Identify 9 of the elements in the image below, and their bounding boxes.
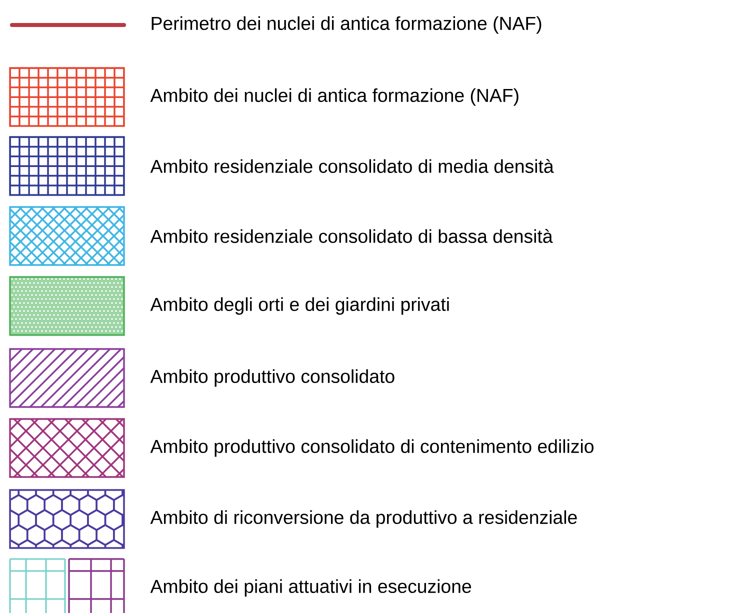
legend-label: Ambito residenziale consolidato di bassa densità (150, 229, 553, 243)
legend-label: Ambito produttivo consolidato di contenimento edilizio (150, 439, 594, 457)
legend-label: Ambito produttivo consolidato (150, 369, 394, 387)
legend-label: Ambito degli orti e dei giardini privati (150, 297, 449, 315)
legend-label: Ambito dei piani attuativi in esecuzione (150, 579, 472, 597)
legend-label: Perimetro dei nuclei di antica formazione (NAF) (152, 16, 542, 34)
legend-label: Ambito dei nuclei di antica formazione (NAF) (150, 88, 518, 106)
legend-label: Ambito residenziale consolidato di media densità (150, 159, 554, 173)
legend-label: Ambito di riconversione da produttivo a residenziale (150, 510, 577, 528)
